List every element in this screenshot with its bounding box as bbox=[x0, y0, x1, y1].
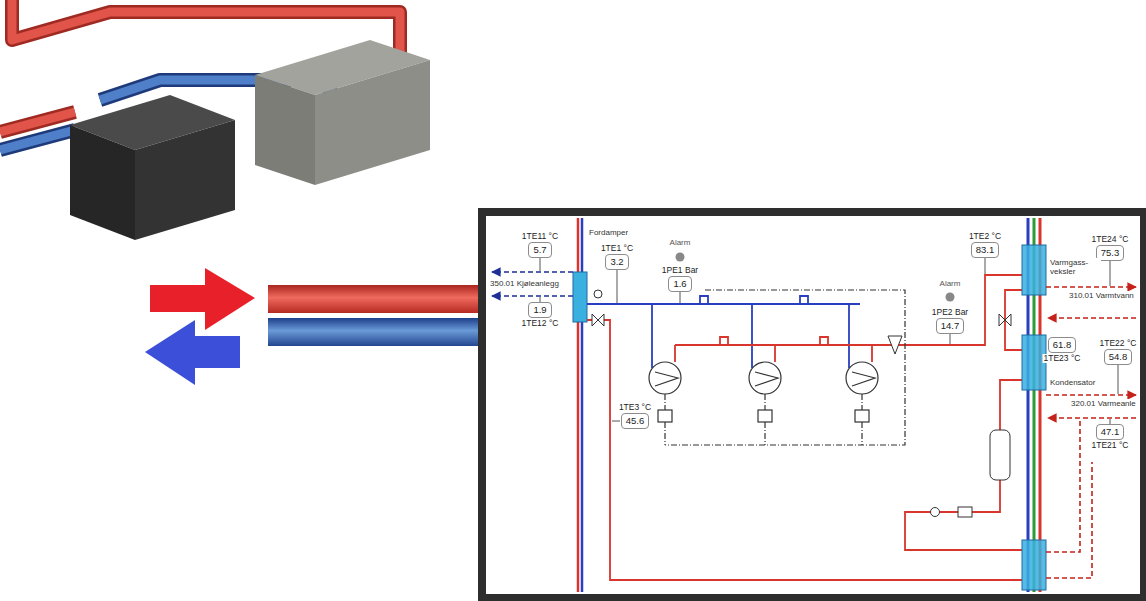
exchanger-name: Kondensator bbox=[1049, 378, 1096, 387]
circuit-name: 350.01 Kjøleanlegg bbox=[489, 279, 560, 288]
water-line bbox=[1046, 287, 1136, 578]
evaporator bbox=[573, 218, 587, 592]
screen-frame bbox=[478, 208, 1146, 601]
alarm-dot bbox=[946, 293, 955, 302]
tag-name: 1TE3 °C bbox=[618, 403, 652, 412]
sensor-readout: 1TE3 °C45.6 bbox=[621, 413, 650, 428]
alarm-label: Alarm bbox=[939, 279, 962, 288]
unit-box bbox=[255, 40, 430, 185]
liquid-line bbox=[587, 320, 1022, 580]
sensor-readout: 1TE11 °C5.7 bbox=[528, 242, 551, 257]
sensor-readout: 1TE22 °C54.8 bbox=[1104, 349, 1133, 364]
tag-name: 1PE2 Bar bbox=[931, 308, 969, 317]
return-arrow bbox=[145, 320, 240, 385]
tag-name: 1TE23 °C bbox=[1043, 354, 1082, 363]
unit-box bbox=[70, 95, 235, 240]
alarm-label: Alarm bbox=[669, 238, 692, 247]
reading-value: 1.6 bbox=[673, 278, 686, 289]
filter-symbol bbox=[958, 507, 972, 517]
screen-ground bbox=[486, 216, 1140, 594]
alarm-dot bbox=[676, 253, 685, 262]
reading-value: 1.9 bbox=[533, 304, 546, 315]
exchanger-name: Varmgass-veksler bbox=[1049, 258, 1101, 276]
reading-value: 3.2 bbox=[610, 256, 623, 267]
sensor-readout: 1TE1 °C3.2 bbox=[605, 254, 628, 269]
reading-value: 5.7 bbox=[533, 244, 546, 255]
sensor-readout: 1PE2 Bar14.7 bbox=[936, 318, 965, 333]
tag-name: 1TE22 °C bbox=[1099, 339, 1138, 348]
sensor-readout: 47.11TE21 °C bbox=[1096, 424, 1125, 439]
tag-name: 1TE21 °C bbox=[1091, 441, 1130, 450]
receiver bbox=[990, 430, 1010, 480]
sight-glass bbox=[931, 508, 940, 517]
tag-name: 1PE1 Bar bbox=[661, 266, 699, 275]
reading-value: 45.6 bbox=[626, 415, 645, 426]
supply-pipe bbox=[268, 285, 480, 313]
exchanger-name: Fordamper bbox=[588, 228, 629, 237]
reading-value: 75.3 bbox=[1101, 247, 1120, 258]
suction-line bbox=[587, 296, 860, 368]
circuit-name: 320.01 Varmeanle bbox=[1070, 399, 1137, 408]
oil-separator bbox=[888, 336, 902, 354]
tag-name: 1TE11 °C bbox=[521, 232, 559, 241]
tag-name: 1TE2 °C bbox=[968, 232, 1002, 241]
exchanger-stack bbox=[1022, 218, 1046, 592]
reading-value: 61.8 bbox=[1053, 339, 1072, 350]
discharge-line bbox=[675, 275, 1022, 362]
tag-name: 1TE1 °C bbox=[600, 244, 634, 253]
expansion-valve bbox=[592, 314, 604, 326]
circuit-name: 310.01 Varmtvann bbox=[1068, 291, 1135, 300]
reading-value: 54.8 bbox=[1109, 351, 1128, 362]
control-line bbox=[665, 290, 905, 445]
return-pipe bbox=[268, 318, 480, 346]
reading-value: 14.7 bbox=[941, 320, 960, 331]
reading-value: 47.1 bbox=[1101, 426, 1120, 437]
reading-value: 83.1 bbox=[976, 244, 995, 255]
supply-arrow bbox=[150, 268, 255, 330]
compressor-symbol bbox=[649, 362, 878, 422]
leader-line bbox=[540, 258, 1118, 424]
tag-name: 1TE12 °C bbox=[521, 319, 560, 328]
valve-symbol bbox=[999, 314, 1011, 326]
sensor-readout: 1PE1 Bar1.6 bbox=[668, 276, 691, 291]
tag-name: 1TE24 °C bbox=[1091, 235, 1130, 244]
sensor-readout: 1.91TE12 °C bbox=[528, 302, 551, 317]
sensor-readout: 61.81TE23 °C bbox=[1048, 337, 1077, 352]
sensor-readout: 1TE2 °C83.1 bbox=[971, 242, 1000, 257]
